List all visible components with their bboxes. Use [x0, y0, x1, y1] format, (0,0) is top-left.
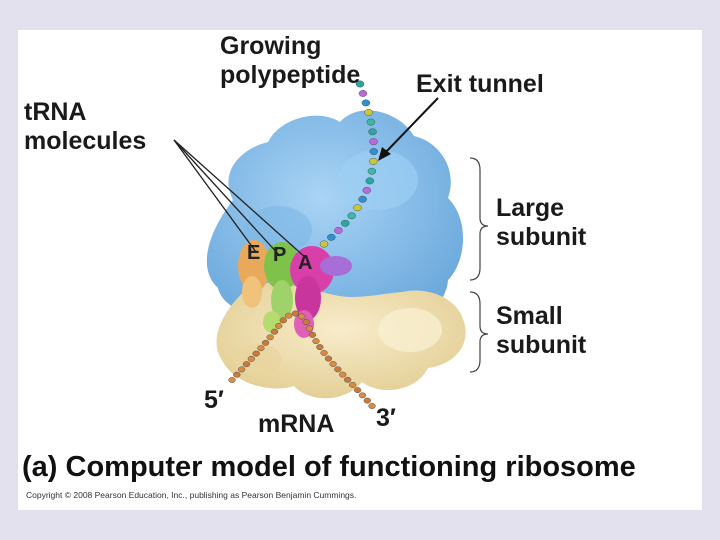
bead: [363, 187, 371, 193]
bead: [303, 319, 310, 324]
bead: [248, 356, 255, 361]
bead: [271, 329, 278, 334]
bead: [262, 340, 269, 345]
bead: [330, 361, 337, 366]
e-site-label: E: [247, 242, 260, 265]
growing-polypeptide-label: Growing polypeptide: [220, 32, 360, 90]
p-site-label: P: [273, 244, 286, 267]
mrna-label: mRNA: [258, 410, 334, 439]
bead: [280, 318, 287, 323]
bead: [359, 393, 366, 398]
bead: [253, 351, 260, 356]
bead: [354, 387, 361, 392]
bead: [309, 332, 316, 337]
bead: [339, 372, 346, 377]
bead: [367, 119, 375, 125]
copyright-notice: Copyright © 2008 Pearson Education, Inc.…: [26, 490, 356, 500]
bead: [368, 168, 376, 174]
bead: [321, 350, 328, 355]
bead: [364, 398, 371, 403]
small-subunit-label: Small subunit: [496, 302, 586, 360]
slide: Growing polypeptide Exit tunnel tRNA mol…: [18, 30, 702, 510]
bead: [306, 326, 313, 331]
large-subunit-bracket: [470, 158, 488, 280]
bead: [369, 129, 377, 135]
bead: [320, 241, 328, 247]
bead: [313, 338, 320, 343]
bead: [369, 403, 376, 408]
small-subunit-bracket: [470, 292, 488, 372]
bead: [344, 377, 351, 382]
bead: [362, 100, 370, 106]
three-prime-label: 3′: [376, 404, 396, 433]
five-prime-label: 5′: [204, 386, 224, 415]
bead: [369, 158, 377, 164]
bead: [334, 227, 342, 233]
bead: [316, 344, 323, 349]
bead: [366, 178, 374, 184]
bead: [365, 109, 373, 115]
bead: [370, 148, 378, 154]
exit-tunnel-label: Exit tunnel: [416, 70, 544, 99]
bead: [229, 377, 236, 382]
bead: [298, 314, 305, 319]
bead: [267, 335, 274, 340]
large-subunit-label: Large subunit: [496, 194, 586, 252]
bead: [359, 90, 367, 96]
a-site-label: A: [298, 252, 312, 275]
bead: [370, 138, 378, 144]
bead: [233, 372, 240, 377]
bead: [325, 356, 332, 361]
bead: [285, 313, 292, 318]
figure-caption: (a) Computer model of functioning riboso…: [22, 451, 636, 484]
trna-molecules-label: tRNA molecules: [24, 98, 146, 156]
bead: [238, 367, 245, 372]
bead: [258, 346, 265, 351]
bead: [327, 234, 335, 240]
bead: [354, 205, 362, 211]
bead: [349, 382, 356, 387]
bead: [359, 196, 367, 202]
bead: [341, 220, 349, 226]
bead: [243, 361, 250, 366]
bead: [348, 213, 356, 219]
bead: [275, 323, 282, 328]
bead: [292, 311, 299, 316]
bead: [334, 367, 341, 372]
